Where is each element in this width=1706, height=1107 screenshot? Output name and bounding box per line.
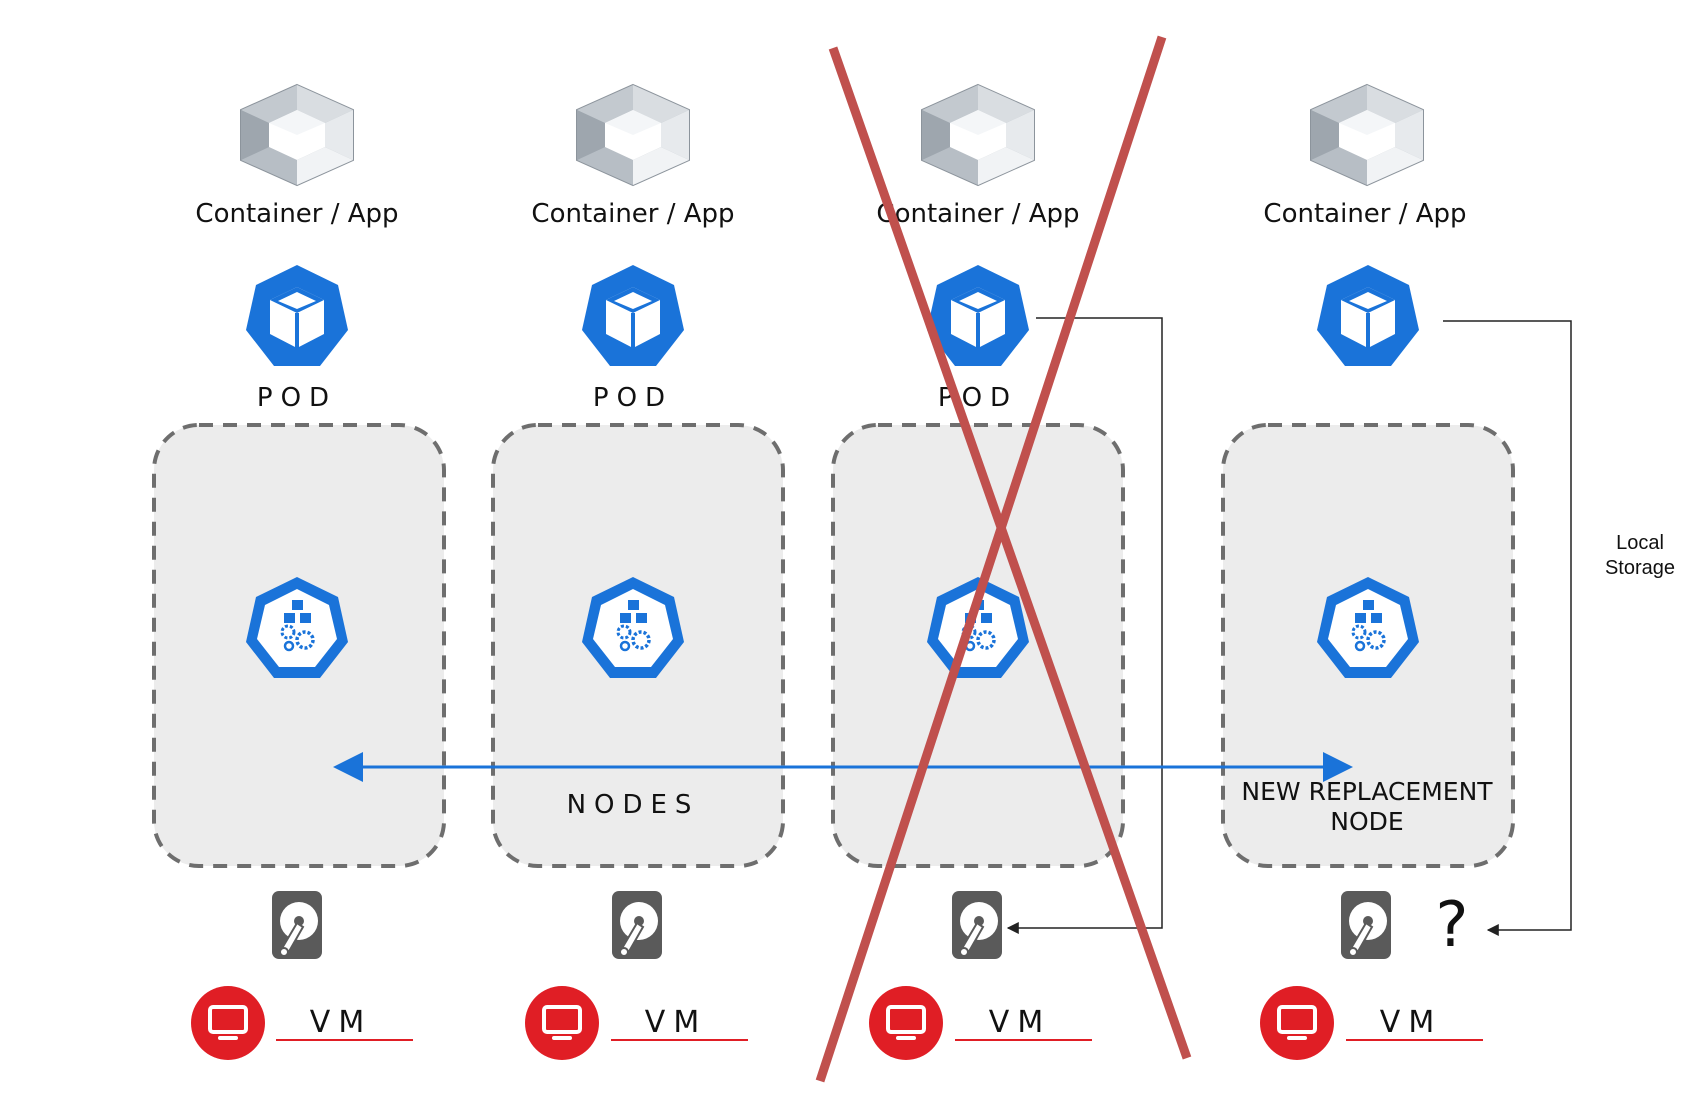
- vm-icon: [523, 984, 601, 1062]
- vm-icon: [867, 984, 945, 1062]
- vm-label: VM: [989, 1005, 1051, 1040]
- cross-stroke-2: [815, 35, 1167, 1083]
- container-icon: [240, 84, 354, 186]
- container-icon: [576, 84, 690, 186]
- local-storage-label-line2: Storage: [1605, 557, 1675, 579]
- container-label: Container / App: [531, 199, 734, 229]
- disk-icon: [271, 890, 323, 960]
- local-storage-label-line1: Local: [1616, 532, 1664, 554]
- container-label: Container / App: [1263, 199, 1466, 229]
- storage-connector: [1443, 320, 1572, 936]
- vm-label: VM: [310, 1005, 372, 1040]
- vm-label: VM: [645, 1005, 707, 1040]
- nodes-label: NODES: [567, 790, 700, 820]
- container-label: Container / App: [195, 199, 398, 229]
- container-icon: [921, 84, 1035, 186]
- storage-connector: [1006, 317, 1163, 934]
- container-label: Container / App: [876, 199, 1079, 229]
- replacement-node-label-line2: NODE: [1330, 807, 1403, 836]
- vm-icon: [1258, 984, 1336, 1062]
- pod-label: POD: [593, 383, 673, 413]
- column-3: Container / App POD VM: [831, 84, 1163, 1062]
- vm-icon: [189, 984, 267, 1062]
- cross-stroke-1: [828, 46, 1192, 1060]
- container-icon: [1310, 84, 1424, 186]
- replacement-node-label-line1: NEW REPLACEMENT: [1241, 777, 1493, 806]
- pod-label: POD: [257, 383, 337, 413]
- pod-icon: [580, 263, 686, 368]
- vm-label: VM: [1380, 1005, 1442, 1040]
- column-1: Container / App POD VM: [152, 84, 446, 1062]
- failure-cross: [815, 35, 1192, 1083]
- disk-icon: [1340, 890, 1392, 960]
- column-2: Container / App POD NODES VM: [491, 84, 785, 1062]
- pod-icon: [244, 263, 350, 368]
- question-mark: ?: [1436, 888, 1469, 961]
- column-4: Container / App NEW REPLACEMENT NODE ? V…: [1221, 84, 1675, 1062]
- disk-icon: [951, 890, 1003, 960]
- disk-icon: [611, 890, 663, 960]
- pod-icon: [1315, 263, 1421, 368]
